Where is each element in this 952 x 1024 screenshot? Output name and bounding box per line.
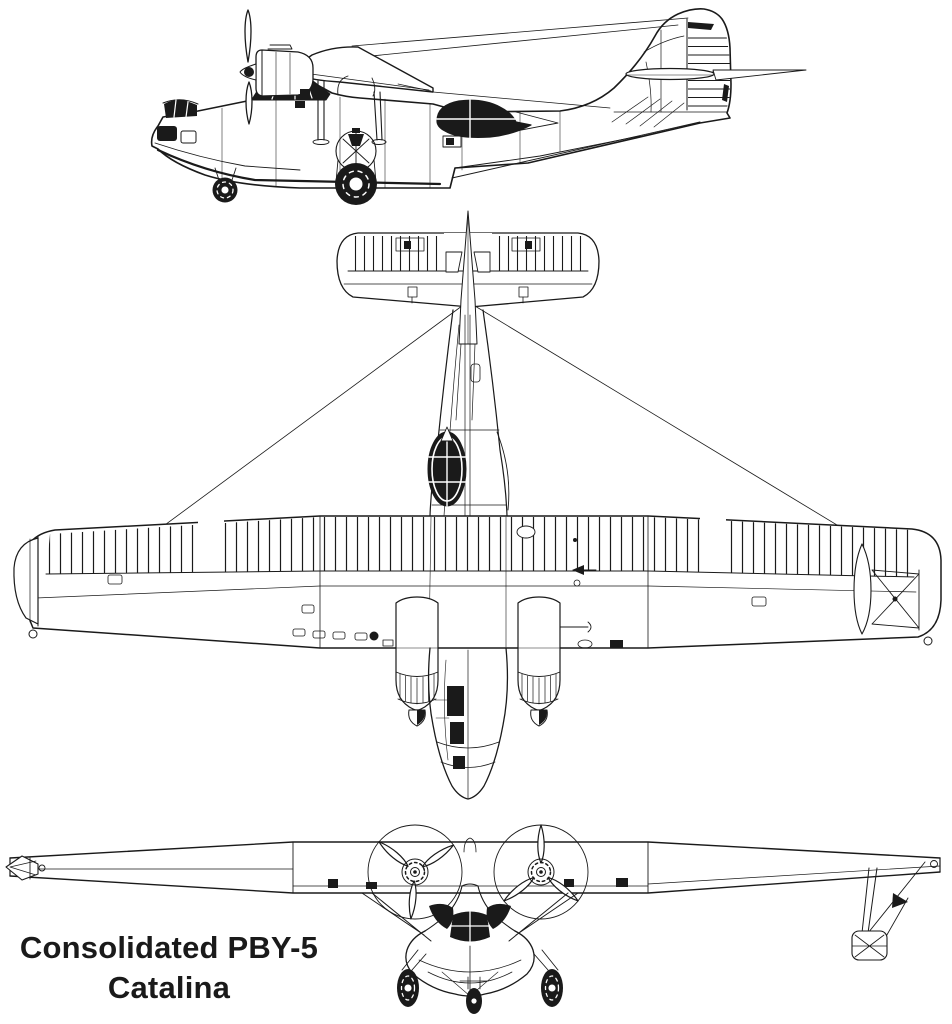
waist-blisters-front — [429, 903, 511, 929]
main-beaching-gear — [335, 130, 377, 205]
propeller-disc-left — [367, 824, 463, 920]
fuselage-hatches — [295, 101, 462, 148]
rudder — [686, 18, 730, 111]
cockpit-canopy-front — [450, 909, 490, 945]
wing-front — [9, 841, 941, 894]
horizontal-stabilizer — [625, 67, 807, 81]
title-line-2: Catalina — [107, 970, 231, 1005]
hull-panel-lines — [221, 94, 561, 189]
nose-turret — [157, 99, 199, 144]
bow-top-view — [427, 647, 509, 800]
beaching-gear-front — [397, 949, 563, 1014]
wing-struts-front — [361, 892, 579, 942]
title-line-1: Consolidated PBY-5 — [19, 930, 319, 965]
wing-airfoil — [303, 46, 434, 93]
engine-nacelle — [255, 44, 314, 97]
fin-front-hint — [463, 837, 477, 853]
waist-blister — [436, 99, 559, 139]
wing-struts — [312, 80, 387, 145]
engine-nacelle-right-top — [517, 596, 561, 727]
front-view — [5, 824, 941, 1014]
drawing-title: Consolidated PBY-5 Catalina — [8, 928, 330, 1008]
wingtip-float-retracted — [13, 535, 39, 639]
nose-beaching-gear — [212, 167, 238, 203]
propeller — [239, 9, 257, 125]
wing-planform — [21, 512, 942, 649]
float-cap-front-left — [5, 855, 46, 881]
top-view — [13, 210, 942, 800]
float-lowered-front-right — [851, 861, 926, 961]
side-view — [150, 8, 807, 205]
fin-top-view — [455, 210, 478, 421]
wingtip-float-extended — [853, 543, 920, 635]
tailplane — [336, 232, 600, 308]
propeller-disc-right — [493, 824, 589, 920]
engine-nacelle-left-top — [395, 596, 439, 727]
hull-outline — [150, 8, 732, 189]
waist-blister-top — [427, 426, 467, 507]
wing-pylon — [337, 75, 376, 97]
hull-chine-lines — [154, 91, 701, 186]
